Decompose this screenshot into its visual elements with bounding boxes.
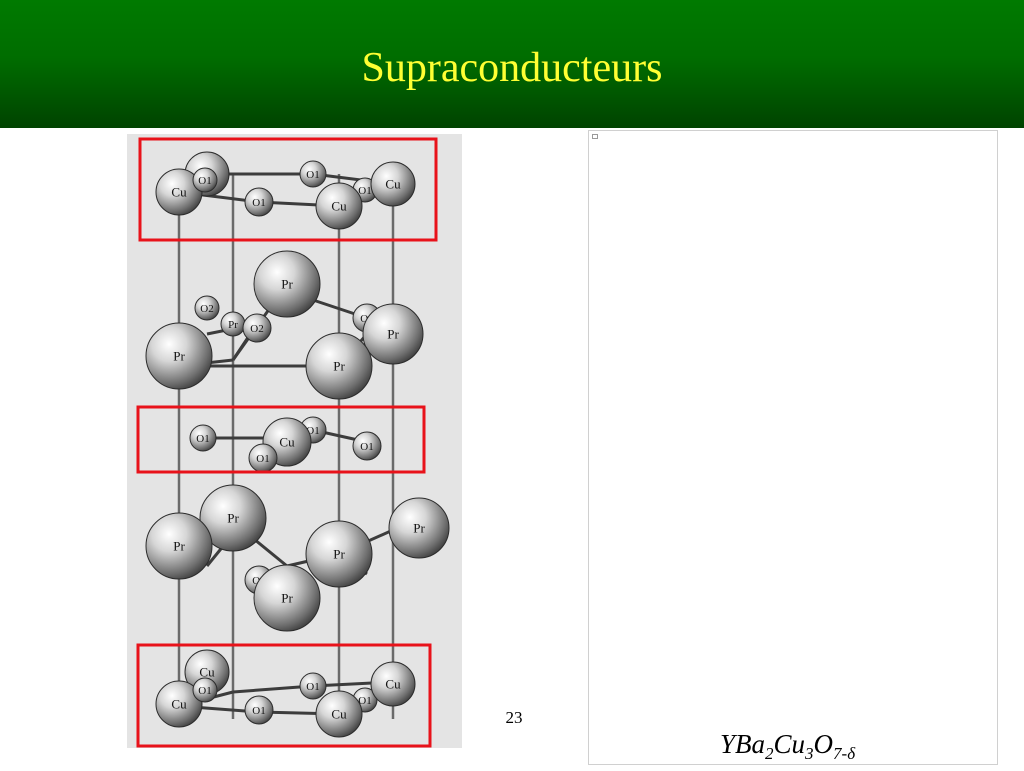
atom-cu: Cu [370, 161, 416, 207]
atom-pr: Pr [305, 332, 373, 400]
cu-o-layer-highlight [138, 137, 438, 242]
atom-label: O1 [198, 685, 211, 697]
atom-pr: Pr [388, 497, 450, 559]
atom-label: Pr [333, 547, 345, 562]
formula-sub-delta: 7-δ [833, 744, 856, 763]
atom-cu: Cu [315, 182, 363, 230]
atom-label: Pr [281, 277, 293, 292]
atom-label: Pr [387, 327, 399, 342]
atom-pr: Pr [253, 250, 321, 318]
page-number: 23 [505, 708, 523, 727]
crystal-structure-svg: CuCuO1O1O1O1CuCuPrO2PrO2O2PrPrPrO1O1CuO1… [136, 137, 450, 748]
atom-cu: Cu [155, 680, 203, 728]
atom-pr: Pr [199, 484, 267, 552]
atom-sphere [253, 564, 321, 632]
atom-o1: O1 [299, 160, 327, 188]
atom-sphere [192, 167, 218, 193]
atom-sphere [145, 322, 213, 390]
atom-sphere [253, 250, 321, 318]
atom-o1: O1 [244, 187, 274, 217]
atom-sphere [299, 160, 327, 188]
broken-image-icon [592, 134, 598, 139]
atom-label: Pr [173, 539, 185, 554]
atom-o1: O1 [192, 167, 218, 193]
atom-label: O2 [200, 303, 213, 315]
crystal-structure-diagram: CuCuO1O1O1O1CuCuPrO2PrO2O2PrPrPrO1O1CuO1… [127, 134, 462, 748]
atom-label: Pr [228, 319, 238, 331]
slide-title: Supraconducteurs [361, 45, 663, 91]
atom-sphere [315, 182, 363, 230]
atom-o2: O2 [194, 295, 220, 321]
atom-pr: Pr [253, 564, 321, 632]
atom-label: Pr [227, 511, 239, 526]
atom-label: O1 [306, 681, 319, 693]
slide-header: Supraconducteurs [0, 0, 1024, 128]
atom-label: O1 [256, 453, 269, 465]
atom-sphere [305, 332, 373, 400]
atom-label: O1 [198, 175, 211, 187]
cu-o-layer-highlight [136, 405, 426, 474]
atom-pr: Pr [362, 303, 424, 365]
atom-o1: O1 [248, 443, 278, 473]
atom-sphere [192, 677, 218, 703]
atom-o1: O1 [299, 672, 327, 700]
atom-label: Cu [279, 435, 295, 450]
atom-sphere [315, 690, 363, 738]
atom-label: Pr [281, 591, 293, 606]
atom-sphere [352, 431, 382, 461]
atom-label: Cu [385, 677, 401, 692]
atom-label: O2 [250, 323, 263, 335]
cu-o-layer-highlight [136, 643, 432, 748]
image-placeholder-panel [588, 130, 998, 765]
atom-sphere [299, 672, 327, 700]
formula-sub-2: 2 [765, 744, 774, 763]
atom-sphere [189, 424, 217, 452]
atom-sphere [244, 187, 274, 217]
atom-cu: Cu [315, 690, 363, 738]
atom-label: O1 [252, 197, 265, 209]
atom-sphere [155, 680, 203, 728]
atom-sphere [244, 695, 274, 725]
atom-label: O1 [360, 441, 373, 453]
atom-o1: O1 [192, 677, 218, 703]
atom-o2: O2 [242, 313, 272, 343]
atom-pr: Pr [145, 512, 213, 580]
atom-sphere [242, 313, 272, 343]
atom-label: Cu [331, 707, 347, 722]
atom-sphere [199, 484, 267, 552]
atom-cu: Cu [370, 661, 416, 707]
atom-o1: O1 [352, 431, 382, 461]
atom-cu: Cu [155, 168, 203, 216]
atom-sphere [388, 497, 450, 559]
atom-label: O1 [306, 169, 319, 181]
atom-label: O1 [358, 185, 371, 197]
atom-label: Cu [171, 697, 187, 712]
formula-o: O [813, 729, 834, 759]
formula-sub-3: 3 [805, 744, 814, 763]
atom-label: Pr [333, 359, 345, 374]
atom-pr: Pr [220, 311, 246, 337]
atom-label: Pr [173, 349, 185, 364]
atom-label: Cu [331, 199, 347, 214]
atom-o1: O1 [244, 695, 274, 725]
atom-label: Pr [413, 521, 425, 536]
atom-pr: Pr [145, 322, 213, 390]
formula-ba: YBa [720, 729, 766, 759]
atom-label: O1 [252, 705, 265, 717]
atom-sphere [194, 295, 220, 321]
atom-label: Cu [199, 665, 215, 680]
atom-pr: Pr [305, 520, 373, 588]
atom-sphere [305, 520, 373, 588]
atom-label: Cu [171, 185, 187, 200]
atom-sphere [145, 512, 213, 580]
atom-sphere [370, 661, 416, 707]
atom-o1: O1 [189, 424, 217, 452]
formula-cu: Cu [773, 729, 806, 759]
atom-sphere [362, 303, 424, 365]
chemical-formula: YBa2Cu3O7-δ [720, 727, 855, 771]
atom-label: O1 [358, 695, 371, 707]
atom-sphere [370, 161, 416, 207]
atom-label: O1 [196, 433, 209, 445]
atom-label: Cu [385, 177, 401, 192]
